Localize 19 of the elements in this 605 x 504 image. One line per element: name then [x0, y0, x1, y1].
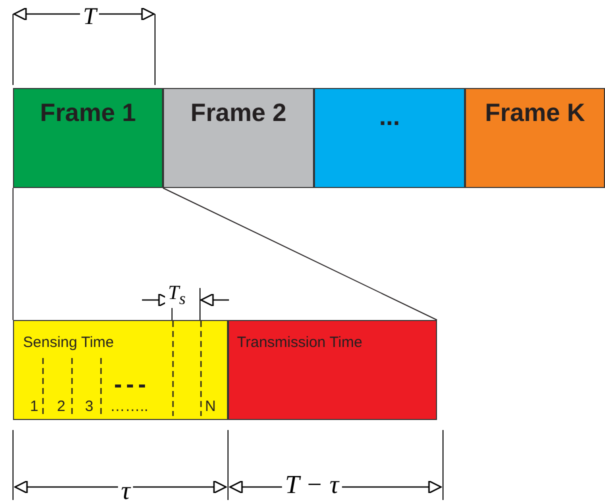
frame-block — [13, 88, 163, 188]
slot-number: 3 — [85, 399, 94, 414]
frame-label: ... — [379, 103, 400, 133]
slot-number: …….. — [110, 399, 148, 414]
frame-label: Frame 1 — [40, 99, 136, 129]
frame-block — [163, 88, 314, 188]
transmission-block — [228, 320, 437, 420]
zoom-line — [12, 188, 14, 320]
zoom-line — [162, 188, 438, 320]
block-label: Sensing Time — [23, 335, 114, 350]
frame-block — [465, 88, 605, 188]
slot-number: 1 — [30, 399, 38, 414]
slot-number: N — [205, 399, 216, 414]
frame-label: Frame 2 — [190, 99, 286, 129]
sensing-block — [13, 320, 228, 420]
frame-label: Frame K — [484, 99, 586, 129]
slot-number: 2 — [57, 399, 66, 414]
frame-block — [314, 88, 465, 188]
block-label: Transmission Time — [237, 335, 362, 350]
